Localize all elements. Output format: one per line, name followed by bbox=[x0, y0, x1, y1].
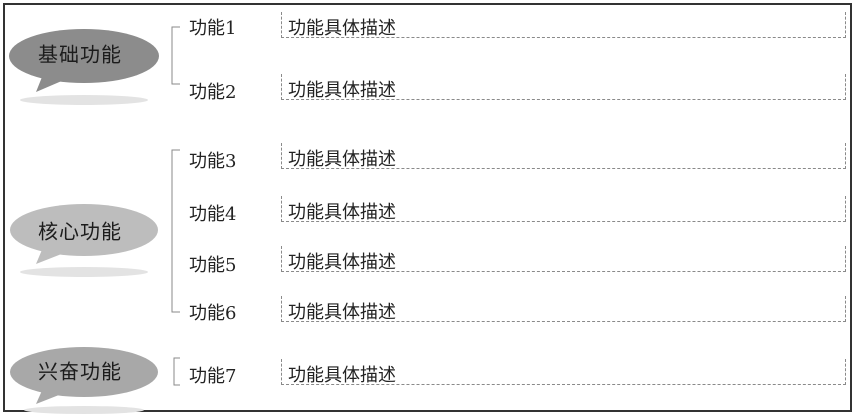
description-text-2: 功能具体描述 bbox=[288, 80, 396, 101]
function-label-7: 功能7 bbox=[189, 366, 237, 387]
description-box-6: 功能具体描述 bbox=[281, 296, 846, 323]
function-label-5: 功能5 bbox=[189, 255, 237, 276]
function-label-4: 功能4 bbox=[189, 204, 237, 225]
bubble-tail-core bbox=[36, 245, 64, 264]
function-label-3: 功能3 bbox=[189, 151, 237, 172]
group-label-core: 核心功能 bbox=[38, 219, 122, 244]
bubble-shadow-excite bbox=[24, 406, 144, 414]
bubble-tail-basic bbox=[36, 72, 64, 92]
description-box-1: 功能具体描述 bbox=[281, 12, 846, 39]
speech-bubble-basic bbox=[9, 29, 159, 83]
description-text-7: 功能具体描述 bbox=[288, 365, 396, 386]
group-label-excite: 兴奋功能 bbox=[38, 359, 122, 384]
diagram-frame bbox=[3, 3, 852, 412]
bubble-shadow-core bbox=[20, 267, 148, 277]
bubble-tail-excite bbox=[36, 386, 64, 404]
description-box-2: 功能具体描述 bbox=[281, 74, 846, 101]
bubble-shadow-basic bbox=[20, 95, 148, 105]
bracket-excite bbox=[173, 357, 180, 386]
speech-bubble-excite bbox=[10, 347, 158, 397]
speech-bubble-core bbox=[10, 204, 158, 256]
description-text-5: 功能具体描述 bbox=[288, 252, 396, 273]
description-box-5: 功能具体描述 bbox=[281, 246, 846, 273]
description-text-6: 功能具体描述 bbox=[288, 302, 396, 323]
function-label-2: 功能2 bbox=[189, 82, 237, 103]
group-label-basic: 基础功能 bbox=[38, 42, 122, 67]
function-label-6: 功能6 bbox=[189, 303, 237, 324]
bracket-core bbox=[171, 149, 180, 313]
bracket-basic bbox=[171, 26, 180, 85]
description-text-4: 功能具体描述 bbox=[288, 202, 396, 223]
description-text-1: 功能具体描述 bbox=[288, 18, 396, 39]
description-box-7: 功能具体描述 bbox=[281, 359, 846, 386]
function-label-1: 功能1 bbox=[189, 18, 237, 39]
description-text-3: 功能具体描述 bbox=[288, 149, 396, 170]
description-box-3: 功能具体描述 bbox=[281, 143, 846, 170]
description-box-4: 功能具体描述 bbox=[281, 196, 846, 223]
